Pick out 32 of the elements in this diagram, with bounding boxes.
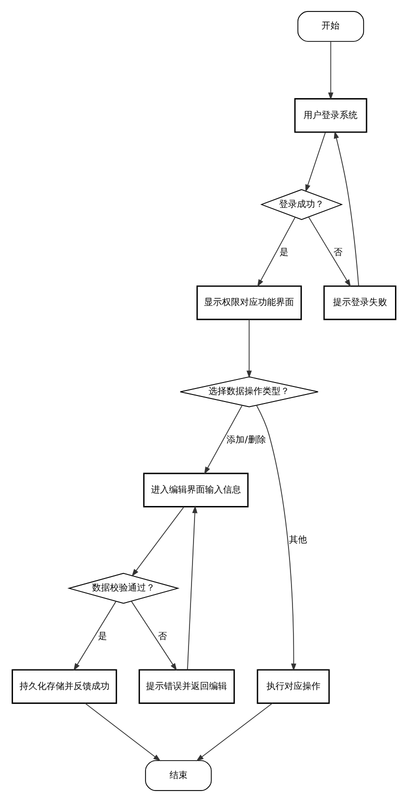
node-diamond: 登录成功？ bbox=[260, 189, 342, 220]
arrow bbox=[256, 404, 296, 672]
arrow bbox=[72, 600, 116, 671]
arrow bbox=[84, 702, 160, 762]
edge-label: 是 bbox=[98, 632, 107, 642]
arrow bbox=[308, 216, 350, 287]
arrow bbox=[186, 506, 197, 670]
node-box: 提示错误并返回编辑 bbox=[138, 669, 234, 704]
edge-label: 是 bbox=[279, 248, 288, 258]
arrow bbox=[256, 216, 296, 287]
arrow bbox=[130, 600, 176, 671]
arrow bbox=[333, 130, 359, 286]
node-diamond: 选择数据操作类型？ bbox=[179, 376, 318, 408]
arrow bbox=[204, 405, 242, 474]
edge-label: 否 bbox=[158, 632, 167, 642]
edge-label: 添加/删除 bbox=[226, 435, 266, 446]
node-box: 结束 bbox=[144, 760, 212, 791]
node-box: 进入编辑界面输入信息 bbox=[142, 472, 248, 508]
node-box: 用户登录系统 bbox=[294, 98, 367, 133]
node-box: 开始 bbox=[296, 11, 364, 42]
edge-label: 其他 bbox=[288, 535, 306, 546]
node-box: 显示权限对应功能界面 bbox=[196, 285, 302, 320]
arrow bbox=[304, 132, 326, 192]
node-diamond: 数据校验通过？ bbox=[66, 572, 180, 604]
arrow bbox=[246, 319, 252, 378]
arrow bbox=[196, 702, 272, 762]
node-box: 提示登录失败 bbox=[322, 285, 396, 320]
node-box: 持久化存储并反馈成功 bbox=[11, 669, 117, 704]
edge-label: 否 bbox=[333, 248, 342, 258]
node-box: 执行对应操作 bbox=[256, 669, 330, 704]
arrow bbox=[131, 506, 184, 576]
arrow bbox=[328, 41, 333, 100]
